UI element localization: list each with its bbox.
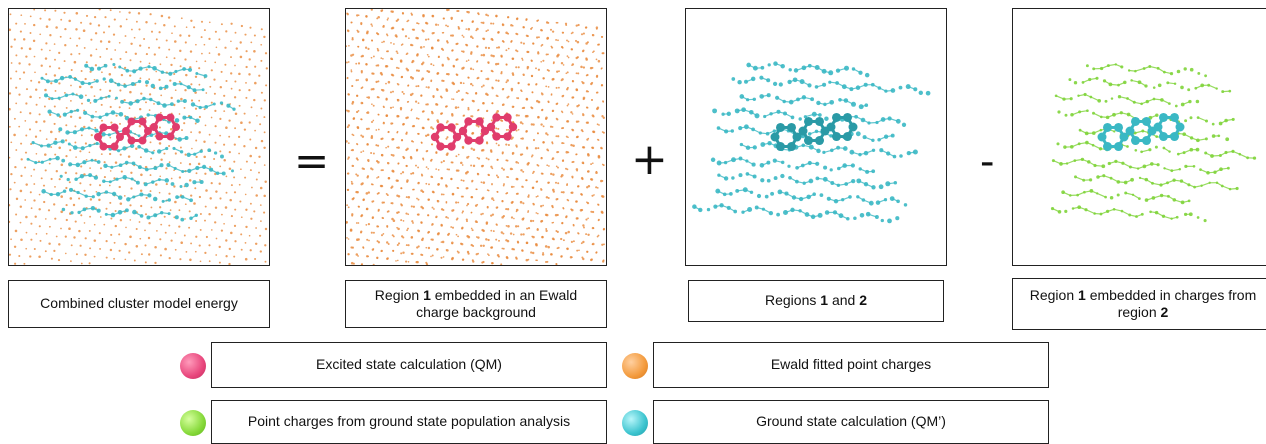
legend-dot-ewald: [622, 353, 648, 379]
legend-dot-pointcharge: [180, 410, 206, 436]
legend-item-pointcharge: Point charges from ground state populati…: [211, 400, 607, 444]
region1-ewald-image: [346, 9, 606, 265]
legend-label-ewald: Ewald fitted point charges: [770, 356, 932, 373]
minus-sign: -: [980, 139, 995, 185]
panel-combined-cluster: [8, 8, 270, 266]
caption-region1-charges: Region 1 embedded in charges from region…: [1012, 278, 1266, 330]
panel-regions-1-2: [685, 8, 947, 266]
caption-regions-1-2: Regions 1 and 2: [688, 280, 944, 322]
legend-item-ewald: Ewald fitted point charges: [653, 342, 1049, 388]
caption-combined-text: Combined cluster model energy: [40, 295, 238, 312]
plus-sign: +: [631, 134, 668, 185]
caption-region1-charges-text: Region 1 embedded in charges from region…: [1029, 286, 1257, 321]
caption-combined-cluster: Combined cluster model energy: [8, 280, 270, 328]
caption-regions-text: Regions 1 and 2: [765, 292, 867, 309]
legend-label-ground: Ground state calculation (QM’): [756, 413, 946, 430]
regions-1-2-image: [692, 61, 931, 224]
combined-cluster-image: [9, 9, 268, 265]
legend-label-pointcharge: Point charges from ground state populati…: [247, 413, 571, 430]
legend-item-qm: Excited state calculation (QM): [211, 342, 607, 388]
region1-charges-image: [1050, 63, 1257, 223]
panel-region1-charges: [1012, 8, 1266, 266]
caption-region1-ewald: Region 1 embedded in an Ewald charge bac…: [345, 280, 607, 328]
legend-dot-qm: [180, 353, 206, 379]
caption-region1-ewald-text: Region 1 embedded in an Ewald charge bac…: [374, 286, 578, 321]
legend-label-qm: Excited state calculation (QM): [316, 356, 502, 373]
legend-dot-ground: [622, 410, 648, 436]
panel-region1-ewald: [345, 8, 607, 266]
equals-sign: =: [294, 136, 330, 185]
legend-item-ground: Ground state calculation (QM’): [653, 400, 1049, 444]
